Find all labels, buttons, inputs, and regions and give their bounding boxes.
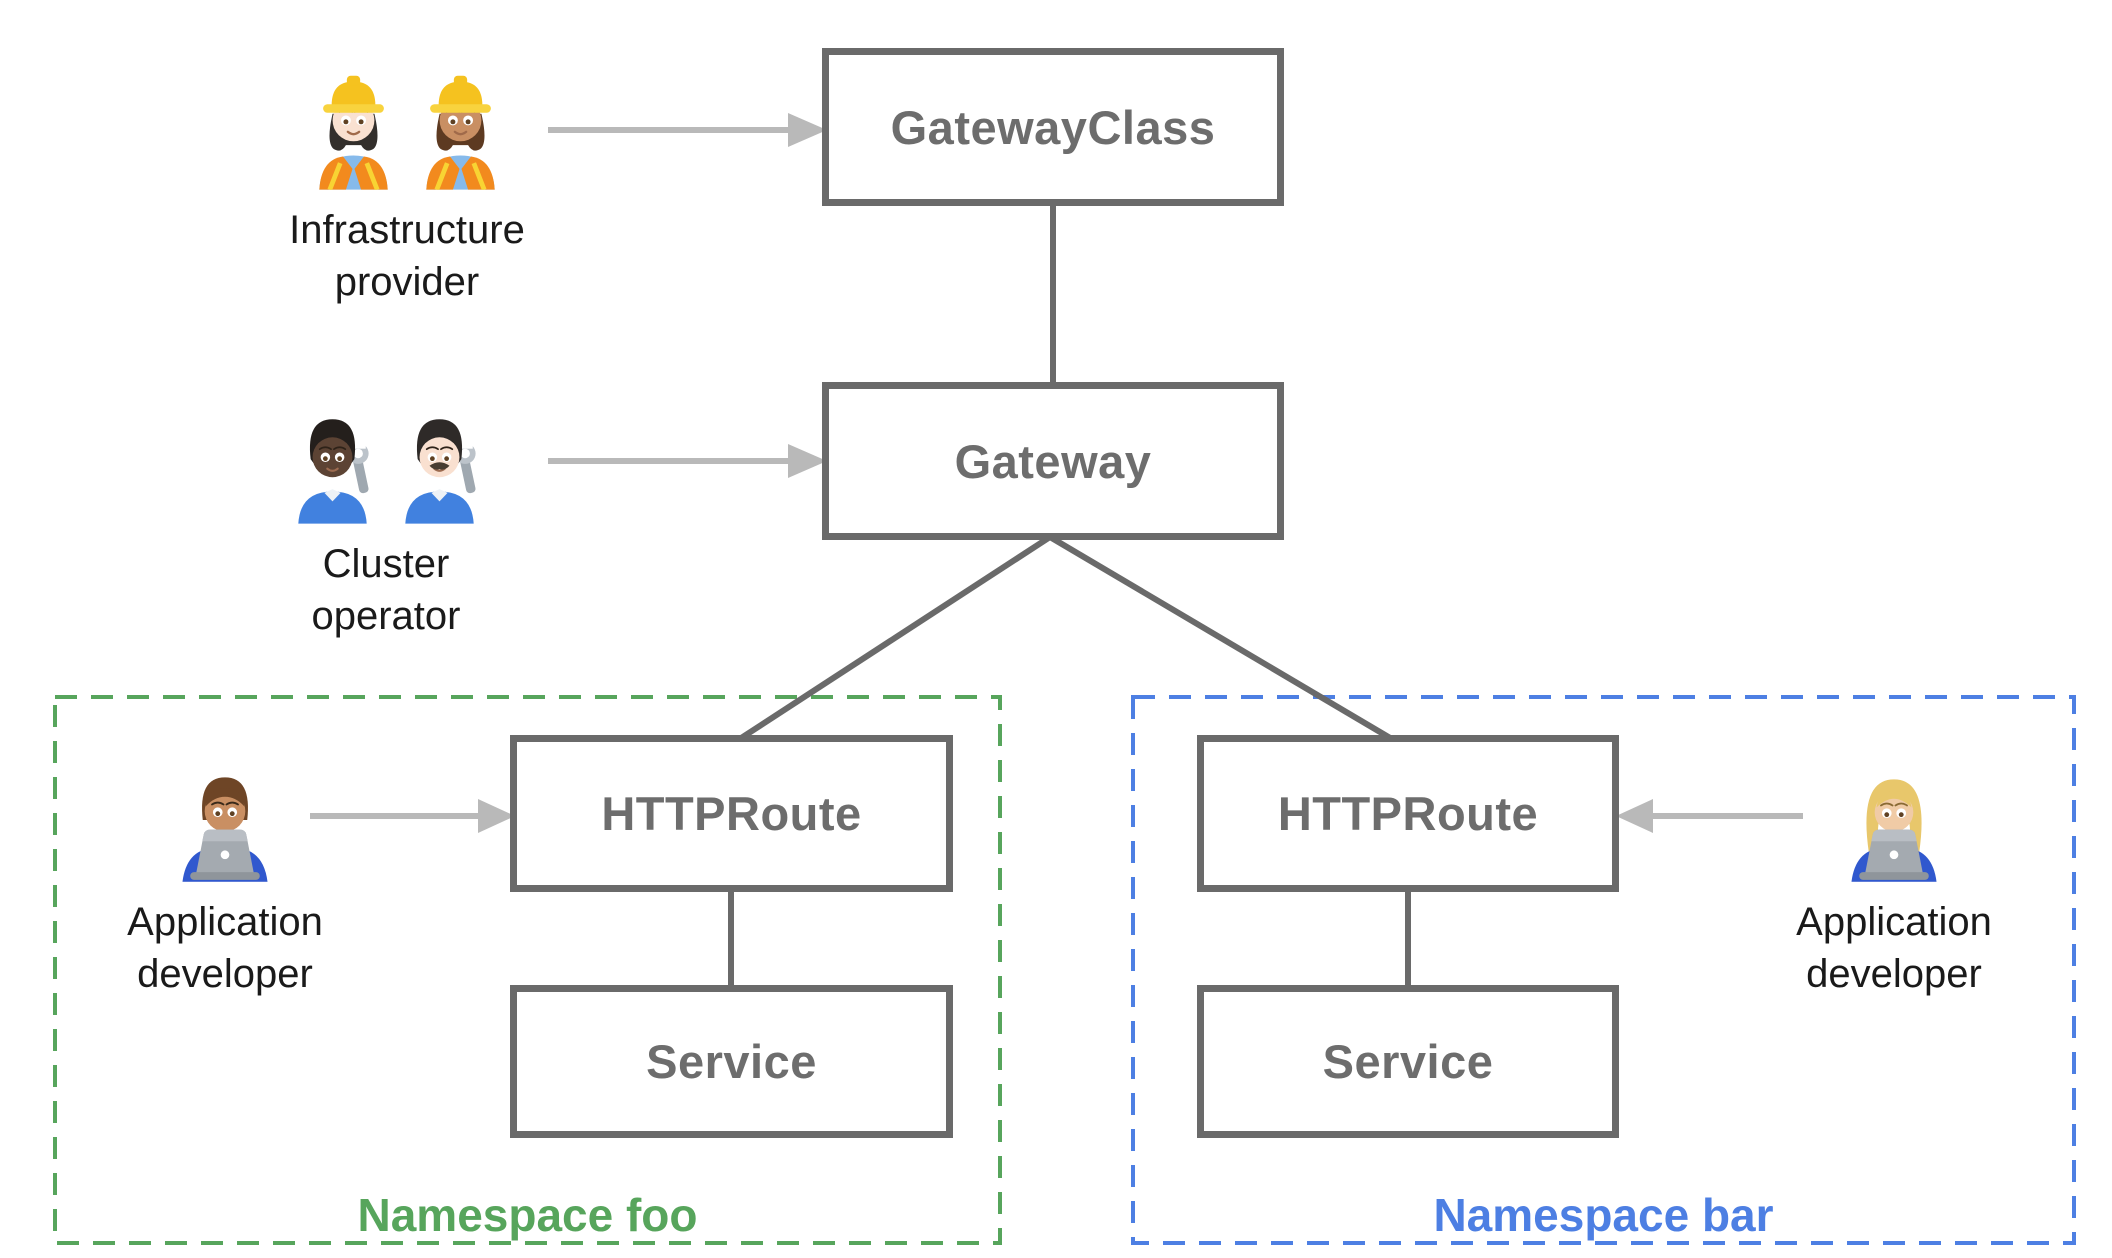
gatewayclass-node: GatewayClass (822, 48, 1284, 206)
infrastructure-provider-arrow (548, 113, 827, 147)
gateway-httproute-bar-connector (1048, 534, 1399, 745)
person-mechanic-dark-skin-icon (285, 400, 380, 524)
application-developer-bar-label: Application developer (1796, 900, 1992, 996)
application-developer-foo-label: Application developer (127, 900, 323, 996)
namespace-bar-region (1131, 695, 2076, 1245)
service-bar-node: Service (1197, 985, 1619, 1138)
man-mechanic-light-skin-icon (392, 400, 487, 524)
cluster-operator-label: Cluster operator (311, 542, 461, 638)
httproute-foo-node: HTTPRoute (510, 735, 953, 892)
cluster-operator-arrow (548, 444, 827, 478)
application-developer-foo-persona: Application developer (40, 756, 410, 1000)
woman-construction-worker-light-skin-icon (306, 66, 401, 190)
infrastructure-provider-persona: Infrastructure provider (222, 66, 592, 308)
woman-technologist-icon (1836, 756, 1952, 882)
namespace-foo-label: Namespace foo (357, 1189, 698, 1241)
namespace-foo-region (53, 695, 1002, 1245)
woman-construction-worker-medium-skin-icon (413, 66, 508, 190)
namespace-bar-label: Namespace bar (1433, 1189, 1774, 1241)
application-developer-bar-arrow (1616, 799, 1803, 833)
application-developer-foo-arrow (310, 799, 515, 833)
cluster-operator-icons (285, 400, 487, 524)
application-developer-foo-icons (167, 756, 283, 882)
application-developer-bar-persona: Application developer (1709, 756, 2079, 1000)
infrastructure-provider-icons (306, 66, 508, 190)
gateway-node: Gateway (822, 382, 1284, 540)
infrastructure-provider-label: Infrastructure provider (289, 208, 525, 304)
man-technologist-icon (167, 756, 283, 882)
httproute-bar-node: HTTPRoute (1197, 735, 1619, 892)
gateway-httproute-foo-connector (733, 534, 1052, 745)
service-foo-node: Service (510, 985, 953, 1138)
cluster-operator-persona: Cluster operator (201, 400, 571, 642)
application-developer-bar-icons (1836, 756, 1952, 882)
